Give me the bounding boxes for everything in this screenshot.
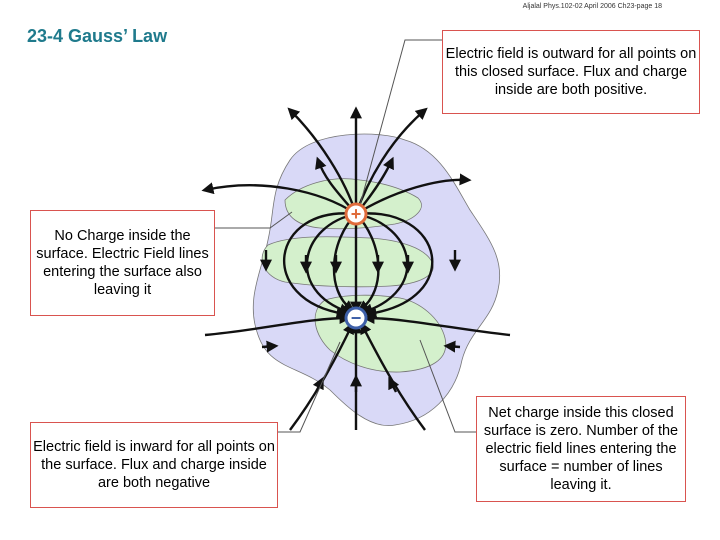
leader-line <box>419 339 476 433</box>
callout-bottom-left: Electric field is inward for all points … <box>30 422 278 508</box>
field-line <box>289 321 354 431</box>
positive-charge-symbol: + <box>351 204 362 224</box>
negative-charge-symbol: − <box>351 308 362 328</box>
field-line <box>355 173 472 216</box>
field-line <box>287 107 358 215</box>
negative-charge: − <box>344 306 368 330</box>
leader-line <box>359 39 442 206</box>
field-line <box>355 212 409 316</box>
header-note: Aljalal Phys.102-02 April 2006 Ch23-page… <box>522 3 662 10</box>
callout-leaders <box>215 39 476 433</box>
field-line <box>443 340 461 353</box>
field-line <box>261 340 279 353</box>
slide-title: 23-4 Gauss’ Law <box>27 26 168 46</box>
field-line <box>282 212 357 319</box>
field-line <box>201 182 357 215</box>
callout-top-right: Electric field is outward for all points… <box>442 30 700 114</box>
leader-line <box>278 341 341 433</box>
green-surface-middle <box>261 236 434 288</box>
field-lines <box>201 106 511 431</box>
field-line <box>362 312 511 337</box>
field-line <box>388 376 400 393</box>
callout-mid-left-text: No Charge inside the surface. Electric F… <box>36 228 209 298</box>
leader-line <box>215 211 293 229</box>
field-line <box>204 312 352 337</box>
positive-charge: + <box>344 202 368 226</box>
callout-bottom-right: Net charge inside this closed surface is… <box>476 396 686 502</box>
callout-top-right-text: Electric field is outward for all points… <box>445 46 697 98</box>
callout-mid-left: No Charge inside the surface. Electric F… <box>30 210 215 316</box>
field-line <box>355 212 434 319</box>
field-line <box>305 212 357 315</box>
field-line <box>360 321 426 431</box>
field-line <box>312 376 324 393</box>
callout-bottom-right-text: Net charge inside this closed surface is… <box>483 405 679 493</box>
callout-bottom-left-text: Electric field is inward for all points … <box>33 439 275 491</box>
